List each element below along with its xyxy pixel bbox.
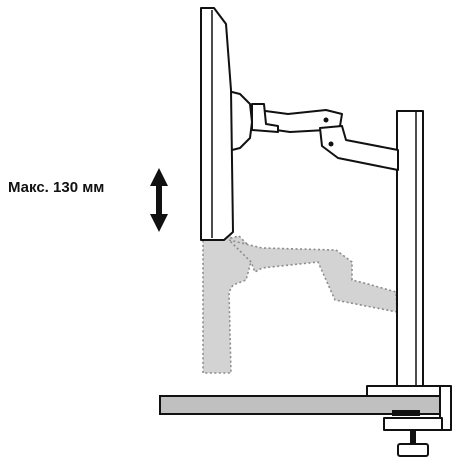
stand-column xyxy=(396,110,424,390)
desk-clamp xyxy=(366,385,452,457)
monitor-arm xyxy=(251,103,399,171)
clamp-screw xyxy=(410,430,416,444)
column-body xyxy=(396,110,424,390)
clamp-knob xyxy=(397,443,429,457)
max-height-label: Макс. 130 мм xyxy=(8,179,105,196)
arm-lower-link xyxy=(319,125,399,171)
monitor-panel xyxy=(200,7,234,241)
monitor xyxy=(200,7,253,241)
clamp-base-plate xyxy=(366,385,445,397)
clamp-lower-jaw xyxy=(383,417,443,431)
double-vertical-arrow-icon xyxy=(150,168,168,232)
clamp-pad xyxy=(392,410,420,416)
clamp-side xyxy=(439,385,452,431)
ghost-arm xyxy=(226,238,398,313)
